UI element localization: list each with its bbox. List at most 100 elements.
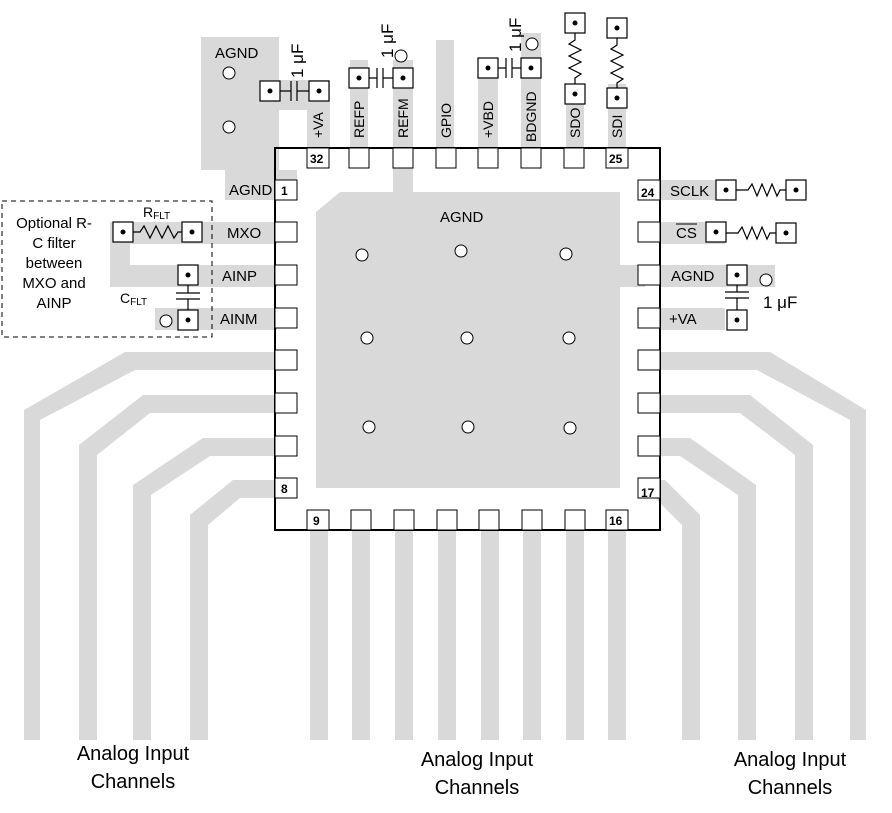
pad-dots: [120, 20, 799, 323]
filter-note-line-4: MXO and: [22, 275, 85, 292]
pin-label-cs: CS: [676, 225, 697, 242]
pin-number-16: 16: [609, 514, 623, 528]
via: [454, 244, 468, 258]
via: [562, 331, 576, 345]
via: [460, 331, 474, 345]
pin-24: [637, 179, 661, 201]
pin-label-gpio: GPIO: [438, 103, 454, 138]
pin-number-9: 9: [313, 514, 320, 528]
trace-va-right: [660, 308, 725, 330]
pin-6: [274, 392, 298, 414]
pin-26: [563, 147, 585, 169]
pin-number-32: 32: [310, 152, 324, 166]
pin-5: [274, 349, 298, 371]
pin-19: [637, 392, 661, 414]
trace-agnd-left: [225, 180, 277, 200]
copper-layer: [24, 33, 866, 740]
pin-4: [274, 307, 298, 329]
pin-31: [348, 147, 370, 169]
thermal-vias: [159, 37, 773, 435]
cap-va-right: [725, 285, 749, 310]
pin-25: [605, 147, 629, 169]
pin-14: [521, 509, 543, 531]
pin-label-agnd-right: AGND: [671, 268, 715, 285]
cap-label-ref: 1 μF: [378, 24, 397, 58]
via: [559, 247, 573, 261]
trace-right-4: [640, 480, 700, 740]
pin-number-17: 17: [641, 486, 655, 500]
trace-left-2: [79, 395, 297, 740]
via: [563, 421, 577, 435]
via: [159, 314, 173, 328]
filter-note-line-1: Optional R-: [16, 215, 92, 232]
resistor-sdi: [609, 38, 625, 88]
components: [112, 12, 807, 331]
cap-label-va-top: 1 μF: [288, 44, 307, 78]
pin-number-25: 25: [609, 152, 623, 166]
via: [525, 37, 539, 51]
pin-15: [564, 509, 586, 531]
ic-pins: [274, 147, 661, 531]
trace-bottom-8: [608, 530, 626, 740]
pin-label-va-right: +VA: [669, 311, 697, 328]
pin-label-refm: REFM: [395, 98, 411, 138]
filter-note-line-5: AINP: [36, 295, 71, 312]
trace-right-3: [640, 438, 756, 740]
caption-left-line-2: Channels: [91, 771, 176, 793]
pin-number-1: 1: [281, 184, 288, 198]
cap-cflt: [176, 285, 200, 310]
resistor-rflt: [133, 224, 182, 240]
pin-label-bdgnd: BDGND: [523, 91, 539, 142]
pin-20: [637, 349, 661, 371]
resistor-cs: [726, 225, 776, 241]
pin-23: [637, 221, 661, 243]
via: [360, 331, 374, 345]
pin-label-ainp: AINP: [222, 268, 257, 285]
pin-number-24: 24: [641, 186, 655, 200]
trace-bottom-5: [481, 530, 499, 740]
pin-label-sclk: SCLK: [670, 183, 709, 200]
pin-1: [274, 179, 298, 201]
via: [362, 420, 376, 434]
pin-2: [274, 221, 298, 243]
filter-note-line-2: C filter: [32, 235, 75, 252]
caption-mid-line-2: Channels: [435, 777, 520, 799]
pin-label-vbd: +VBD: [480, 101, 496, 138]
pin-11: [393, 509, 415, 531]
pin-3: [274, 264, 298, 286]
trace-bottom-6: [523, 530, 541, 740]
pin-label-ainm: AINM: [220, 311, 258, 328]
center-agnd-label: AGND: [440, 209, 484, 226]
cap-vbd: [498, 58, 521, 78]
pin-label-va-top: +VA: [310, 112, 326, 138]
trace-bottom-7: [566, 530, 584, 740]
pin-22: [637, 264, 661, 286]
pin-27: [520, 147, 542, 169]
pin-label-agnd-left: AGND: [229, 182, 273, 199]
pin-label-sdi: SDI: [609, 115, 625, 138]
via: [222, 66, 236, 80]
pin-13: [478, 509, 500, 531]
pin-9: [306, 509, 330, 531]
cflt-label: CFLT: [120, 290, 147, 308]
cap-label-va-right: 1 μF: [763, 293, 797, 312]
ic-body-outline: [274, 147, 661, 531]
pin-28: [477, 147, 499, 169]
via: [222, 120, 236, 134]
trace-bottom-3: [395, 530, 413, 740]
pin-21: [637, 307, 661, 329]
rflt-label: RFLT: [143, 204, 170, 222]
pin-label-sdo: SDO: [567, 108, 583, 138]
optional-filter-box: [1, 200, 213, 338]
cap-label-vbd: 1 μF: [506, 18, 525, 52]
pin-16: [605, 509, 629, 531]
trace-left-4: [190, 480, 297, 740]
via: [759, 273, 773, 287]
trace-right-2: [640, 395, 813, 740]
trace-bottom-1: [310, 530, 328, 740]
via: [355, 248, 369, 262]
pin-8: [274, 477, 298, 499]
pin-label-mxo: MXO: [227, 225, 261, 242]
via: [394, 49, 408, 63]
